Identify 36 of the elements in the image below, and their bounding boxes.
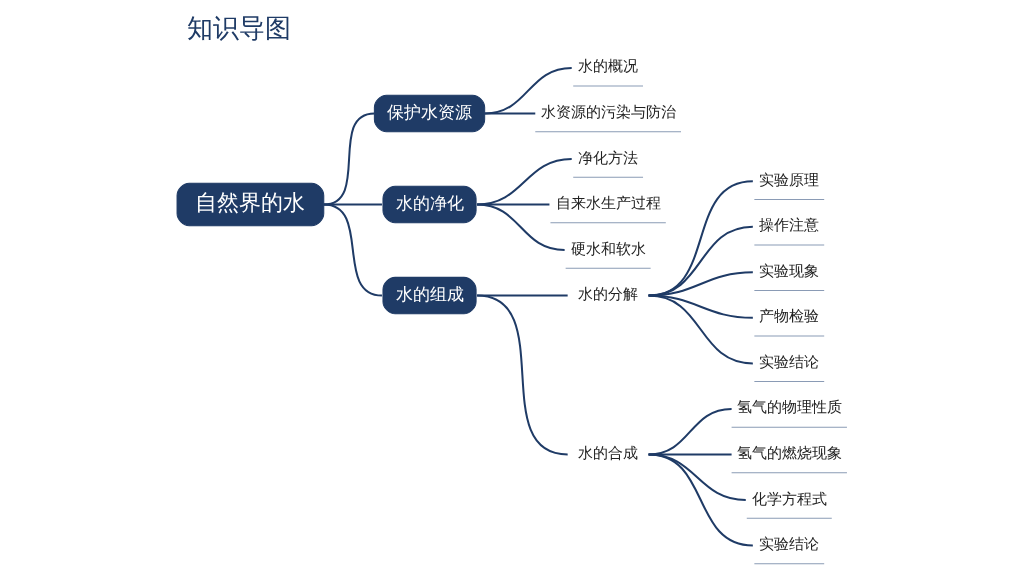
node-text: 实验原理 — [759, 170, 820, 189]
node-text: 自来水生产过程 — [555, 194, 661, 213]
node-box: 保护水资源 — [373, 94, 486, 133]
connector — [648, 180, 753, 297]
node-box: 水的组成 — [382, 276, 477, 315]
node-text: 化学方程式 — [751, 489, 827, 508]
connector — [477, 203, 565, 252]
node-box: 自然界的水 — [176, 182, 325, 227]
node-text: 硬水和软水 — [570, 239, 646, 258]
connector — [484, 66, 572, 115]
connector — [648, 225, 753, 297]
diagram-title: 知识导图 — [186, 13, 291, 44]
connector — [648, 271, 753, 297]
node-text: 氢气的燃烧现象 — [736, 444, 842, 463]
connector — [648, 294, 753, 365]
connector — [476, 294, 568, 456]
node-text: 实验结论 — [759, 535, 820, 554]
node-box: 水的净化 — [382, 185, 477, 224]
connector — [323, 203, 383, 297]
node-text: 实验结论 — [759, 352, 820, 371]
connector — [477, 157, 572, 206]
node-text: 水的概况 — [578, 57, 639, 76]
connector — [648, 453, 746, 501]
node-text: 产物检验 — [759, 307, 820, 326]
connector — [648, 453, 753, 547]
node-text: 氢气的物理性质 — [736, 398, 842, 417]
connector — [323, 112, 375, 206]
node-text: 净化方法 — [578, 148, 639, 167]
node-text: 水的分解 — [578, 285, 639, 304]
node-text: 水资源的污染与防治 — [540, 102, 676, 121]
connector — [648, 453, 732, 456]
connector — [648, 407, 732, 456]
node-text: 实验现象 — [759, 261, 820, 280]
connector — [484, 112, 536, 115]
node-text: 操作注意 — [759, 216, 820, 235]
node-text: 水的合成 — [578, 444, 639, 463]
